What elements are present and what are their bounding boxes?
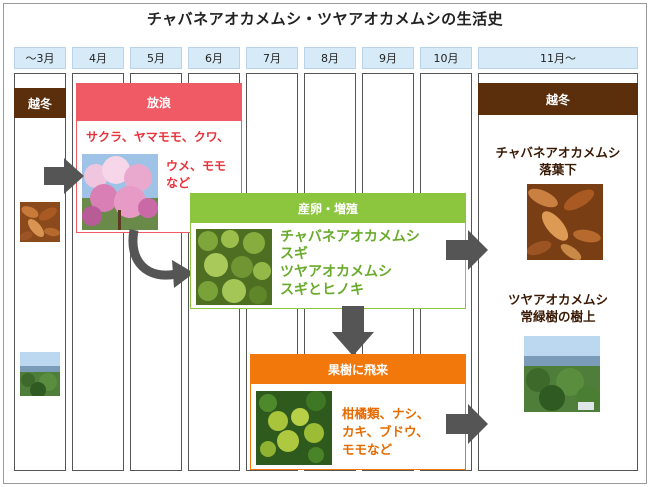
- breeding-host1: スギ: [280, 246, 308, 262]
- cedar-tree-photo: [196, 229, 272, 305]
- breeding-host2: スギとヒノキ: [280, 282, 364, 298]
- overwinter-species1: チャバネアオカメムシ: [495, 145, 621, 160]
- breeding-species2: ツヤアオカメムシ: [280, 264, 392, 280]
- month-header-march: 〜3月: [14, 47, 66, 69]
- curved-arrow-release-to-breeding: [128, 229, 194, 288]
- month-header-november: 11月〜: [478, 47, 638, 69]
- month-header-july: 7月: [246, 47, 298, 69]
- fallen-leaves-photo-small: [20, 202, 60, 242]
- release-header: 放浪: [76, 83, 242, 121]
- cherry-blossom-photo: [82, 154, 158, 230]
- citrus-fruit-photo: [256, 391, 332, 465]
- overwinter-left-header: 越冬: [14, 88, 66, 118]
- orchard-host-line2: カキ、ブドウ、: [342, 424, 429, 439]
- arrow-right-overwinter-to-release: [44, 158, 84, 194]
- release-host-line2: ウメ、モモ: [166, 159, 227, 173]
- breeding-header: 産卵・増殖: [190, 193, 466, 223]
- month-header-may: 5月: [130, 47, 182, 69]
- overwinter-place2: 常緑樹の樹上: [520, 309, 596, 324]
- orchard-host-line3: モモなど: [342, 442, 393, 457]
- orchard-host-line1: 柑橘類、ナシ、: [342, 406, 430, 421]
- month-header-april: 4月: [72, 47, 124, 69]
- breeding-species1: チャバネアオカメムシ: [280, 229, 420, 245]
- month-header-september: 9月: [362, 47, 414, 69]
- evergreen-tree-photo-small: [20, 352, 60, 396]
- arrow-right-breeding-to-overwinter: [446, 230, 488, 270]
- release-host-line1: サクラ、ヤマモモ、クワ、: [86, 130, 230, 144]
- orchard-header: 果樹に飛来: [250, 354, 466, 384]
- overwinter-right-header: 越冬: [478, 83, 638, 115]
- fallen-leaves-photo: [527, 184, 603, 260]
- month-header-october: 10月: [420, 47, 472, 69]
- arrow-right-orchard-to-overwinter: [446, 404, 488, 444]
- overwinter-place1: 落葉下: [539, 162, 577, 177]
- overwinter-species2: ツヤアオカメムシ: [507, 292, 608, 307]
- release-host-line3: など: [166, 176, 191, 190]
- diagram-title: チャバネアオカメムシ・ツヤアオカメムシの生活史: [146, 10, 504, 28]
- arrow-down-breeding-to-orchard: [332, 306, 374, 356]
- column-march: [14, 73, 66, 471]
- evergreen-tree-photo: [524, 336, 600, 412]
- month-header-august: 8月: [304, 47, 356, 69]
- month-header-june: 6月: [188, 47, 240, 69]
